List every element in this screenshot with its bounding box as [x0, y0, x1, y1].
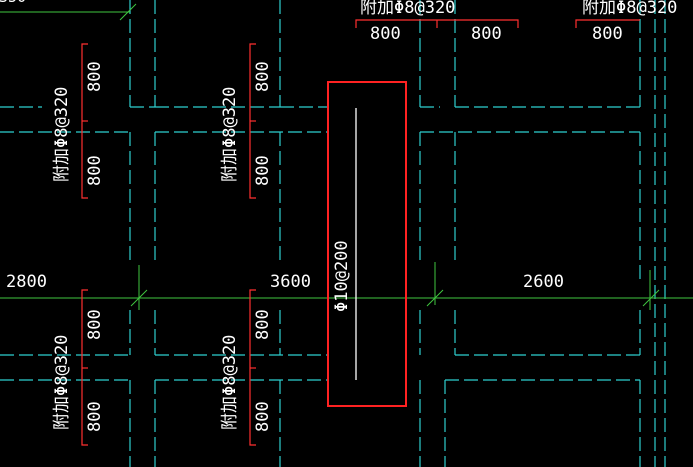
- top-dim-1: 800: [370, 24, 401, 44]
- side-dim-6: 800: [85, 401, 105, 432]
- side-dim-2: 800: [85, 155, 105, 186]
- side-dim-1: 800: [85, 61, 105, 92]
- side-dim-5: 800: [85, 309, 105, 340]
- side-rebar-label-3: 附加Φ8@320: [52, 334, 72, 430]
- span-right: 2600: [523, 272, 564, 292]
- side-dim-3: 800: [253, 61, 273, 92]
- column-outlines: [0, 0, 666, 467]
- top-rebar-label-2: 附加Φ8@320: [582, 0, 678, 18]
- top-dim-3: 800: [592, 24, 623, 44]
- span-middle: 3600: [270, 272, 311, 292]
- corner-text: 2350: [0, 0, 26, 5]
- side-dim-4: 800: [253, 155, 273, 186]
- side-rebar-label-1: 附加Φ8@320: [52, 86, 72, 182]
- axis-lines: [0, 3, 693, 310]
- dim-marks: [81, 19, 640, 446]
- top-rebar-label-1: 附加Φ8@320: [360, 0, 456, 18]
- side-dim-7: 800: [253, 309, 273, 340]
- top-dim-2: 800: [471, 24, 502, 44]
- side-rebar-label-4: 附加Φ8@320: [220, 334, 240, 430]
- span-left: 2800: [6, 272, 47, 292]
- side-dim-8: 800: [253, 401, 273, 432]
- side-rebar-label-2: 附加Φ8@320: [220, 86, 240, 182]
- highlight-box: [327, 81, 407, 407]
- highlight-rebar-label: Φ10@200: [332, 240, 352, 312]
